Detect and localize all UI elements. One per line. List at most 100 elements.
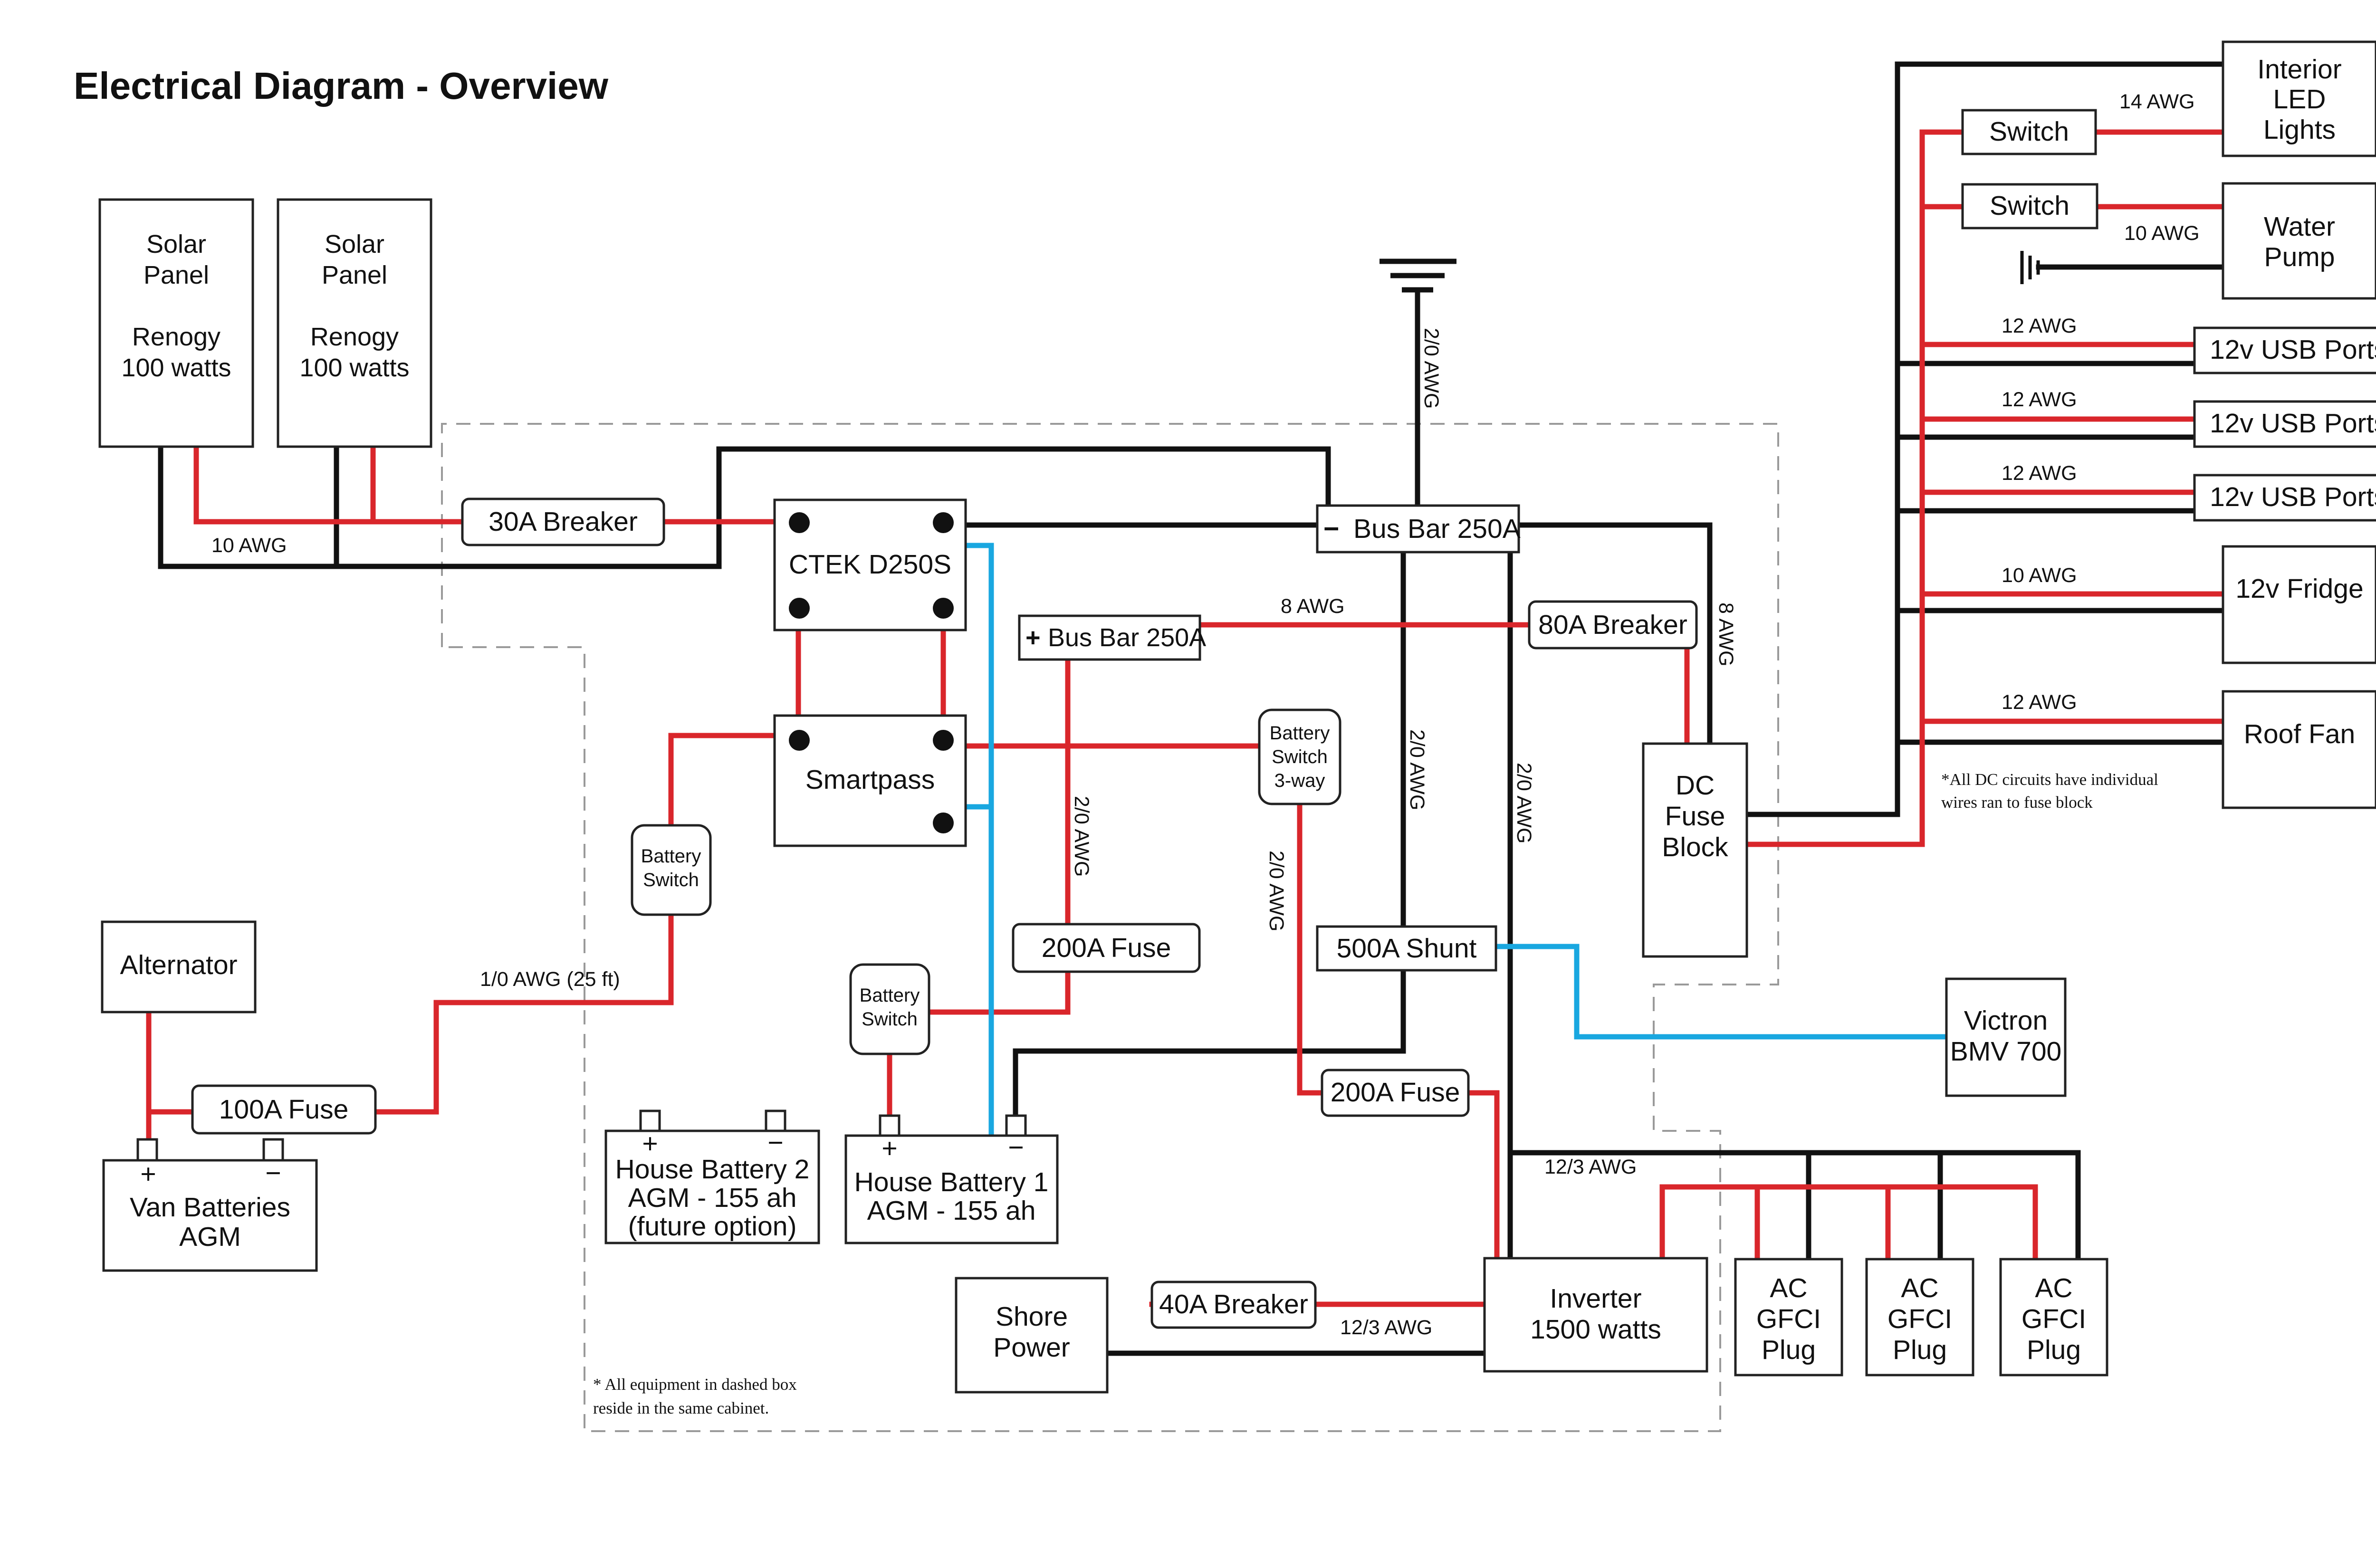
svg-text:Roof Fan: Roof Fan bbox=[2244, 719, 2355, 749]
svg-text:Switch: Switch bbox=[1272, 746, 1328, 767]
awg-shore-in: 12/3 AWG bbox=[1340, 1316, 1432, 1339]
alternator: Alternator bbox=[101, 920, 257, 1013]
svg-text:Fuse: Fuse bbox=[1665, 801, 1725, 832]
switch-pump: Switch bbox=[1961, 183, 2098, 229]
fridge-12v: 12v Fridge bbox=[2222, 545, 2376, 664]
svg-text:reside in the same cabinet.: reside in the same cabinet. bbox=[593, 1399, 769, 1417]
svg-text:200A Fuse: 200A Fuse bbox=[1331, 1077, 1460, 1108]
svg-text:Switch: Switch bbox=[643, 870, 699, 890]
awg-block-neg: 8 AWG bbox=[1715, 602, 1737, 667]
fuse-200a-2: 200A Fuse bbox=[1321, 1069, 1470, 1117]
svg-text:BMV 700: BMV 700 bbox=[1950, 1036, 2061, 1067]
svg-text:−: − bbox=[1008, 1132, 1024, 1163]
svg-text:AGM: AGM bbox=[179, 1222, 241, 1252]
svg-text:Renogy: Renogy bbox=[132, 323, 220, 351]
svg-text:AC: AC bbox=[1901, 1273, 1938, 1303]
fuse-200a-1: 200A Fuse bbox=[1012, 923, 1201, 973]
bus-bar-positive: + Bus Bar 250A bbox=[1018, 614, 1206, 661]
data-wires bbox=[962, 543, 1949, 1141]
battery-switch-left: Battery Switch bbox=[631, 824, 712, 916]
ac-gfci-plug-1: AC GFCI Plug bbox=[1734, 1258, 1843, 1377]
svg-text:DC: DC bbox=[1676, 770, 1715, 801]
svg-text:Plug: Plug bbox=[1762, 1335, 1816, 1365]
awg-fridge: 10 AWG bbox=[2002, 564, 2077, 587]
svg-text:+: + bbox=[140, 1159, 156, 1189]
svg-text:Panel: Panel bbox=[144, 261, 209, 289]
svg-text:Power: Power bbox=[993, 1332, 1070, 1363]
svg-text:Solar: Solar bbox=[146, 230, 206, 258]
svg-text:Switch: Switch bbox=[862, 1009, 918, 1030]
svg-text:Switch: Switch bbox=[1990, 191, 2069, 221]
svg-text:200A Fuse: 200A Fuse bbox=[1042, 933, 1171, 963]
awg-usb-1: 12 AWG bbox=[2002, 315, 2077, 337]
svg-text:House Battery 2: House Battery 2 bbox=[615, 1154, 810, 1185]
svg-text:−: − bbox=[1323, 514, 1339, 544]
pump-ground-icon bbox=[2020, 251, 2040, 284]
breaker-80a: 80A Breaker bbox=[1528, 600, 1698, 650]
note-dc-circuits: *All DC circuits have individual wires r… bbox=[1941, 770, 2158, 812]
svg-text:40A Breaker: 40A Breaker bbox=[1159, 1289, 1308, 1319]
victron-bmv700: Victron BMV 700 bbox=[1945, 977, 2067, 1097]
svg-text:12v Fridge: 12v Fridge bbox=[2235, 574, 2363, 604]
roof-fan: Roof Fan bbox=[2222, 690, 2376, 809]
awg-usb-2: 12 AWG bbox=[2002, 388, 2077, 411]
svg-text:wires ran to fuse block: wires ran to fuse block bbox=[1941, 793, 2093, 812]
solar-panel-1: Solar Panel Renogy 100 watts bbox=[98, 198, 254, 448]
svg-text:Pump: Pump bbox=[2264, 242, 2335, 272]
usb-ports-3: 12v USB Ports bbox=[2193, 474, 2376, 522]
svg-text:CTEK D250S: CTEK D250S bbox=[789, 549, 951, 580]
svg-text:−: − bbox=[767, 1128, 783, 1158]
interior-led-lights: Interior LED Lights bbox=[2222, 40, 2376, 157]
svg-text:+: + bbox=[1025, 623, 1041, 652]
svg-text:LED: LED bbox=[2273, 84, 2326, 115]
svg-text:Panel: Panel bbox=[322, 261, 387, 289]
awg-pos-bus-down: 2/0 AWG bbox=[1070, 796, 1093, 877]
awg-bus-80a: 8 AWG bbox=[1281, 595, 1345, 618]
svg-text:GFCI: GFCI bbox=[1756, 1304, 1821, 1334]
note-cabinet: * All equipment in dashed box reside in … bbox=[593, 1375, 797, 1417]
ground-icon bbox=[1380, 258, 1456, 293]
awg-alternator-run: 1/0 AWG (25 ft) bbox=[480, 968, 620, 991]
svg-text:3-way: 3-way bbox=[1274, 770, 1325, 791]
solar-panel-2: Solar Panel Renogy 100 watts bbox=[277, 198, 432, 448]
awg-pump: 10 AWG bbox=[2124, 222, 2200, 245]
breaker-40a: 40A Breaker bbox=[1150, 1281, 1317, 1329]
svg-text:GFCI: GFCI bbox=[2022, 1304, 2086, 1334]
svg-text:*All DC circuits have individu: *All DC circuits have individual bbox=[1941, 770, 2158, 789]
switch-led: Switch bbox=[1961, 109, 2097, 155]
awg-led: 14 AWG bbox=[2119, 90, 2195, 113]
awg-usb-3: 12 AWG bbox=[2002, 462, 2077, 485]
svg-text:+: + bbox=[642, 1128, 658, 1159]
svg-text:30A Breaker: 30A Breaker bbox=[489, 507, 638, 537]
svg-text:GFCI: GFCI bbox=[1887, 1304, 1952, 1334]
awg-switch3-down: 2/0 AWG bbox=[1265, 851, 1288, 931]
awg-inverter-neg: 2/0 AWG bbox=[1513, 763, 1535, 843]
svg-text:500A Shunt: 500A Shunt bbox=[1337, 933, 1477, 964]
svg-text:Renogy: Renogy bbox=[310, 323, 399, 351]
svg-text:Bus Bar 250A: Bus Bar 250A bbox=[1048, 623, 1206, 652]
svg-text:AGM - 155 ah: AGM - 155 ah bbox=[628, 1183, 797, 1213]
breaker-30a: 30A Breaker bbox=[461, 497, 665, 546]
svg-text:Lights: Lights bbox=[2263, 115, 2336, 145]
svg-text:Plug: Plug bbox=[2027, 1335, 2081, 1365]
awg-roof-fan: 12 AWG bbox=[2002, 691, 2077, 714]
house-battery-2: + − House Battery 2 AGM - 155 ah (future… bbox=[604, 1109, 820, 1244]
svg-text:Battery: Battery bbox=[860, 985, 920, 1006]
positive-wires bbox=[146, 129, 2226, 1307]
svg-text:Interior: Interior bbox=[2257, 54, 2341, 85]
ctek-d250s: CTEK D250S bbox=[773, 498, 967, 631]
svg-text:AGM - 155 ah: AGM - 155 ah bbox=[867, 1195, 1036, 1226]
battery-switch-mid: Battery Switch bbox=[849, 963, 930, 1055]
svg-text:100 watts: 100 watts bbox=[121, 354, 231, 382]
awg-shunt-up: 2/0 AWG bbox=[1406, 729, 1428, 810]
bus-bar-negative: − Bus Bar 250A bbox=[1316, 504, 1521, 554]
negative-wires bbox=[158, 61, 2226, 1356]
svg-text:1500 watts: 1500 watts bbox=[1530, 1314, 1661, 1345]
awg-ground: 2/0 AWG bbox=[1420, 328, 1443, 409]
svg-text:Bus Bar 250A: Bus Bar 250A bbox=[1353, 514, 1521, 544]
dc-fuse-block: DC Fuse Block bbox=[1642, 742, 1748, 958]
svg-text:Smartpass: Smartpass bbox=[805, 765, 935, 795]
svg-text:Victron: Victron bbox=[1964, 1005, 2048, 1036]
svg-text:Inverter: Inverter bbox=[1550, 1283, 1641, 1314]
